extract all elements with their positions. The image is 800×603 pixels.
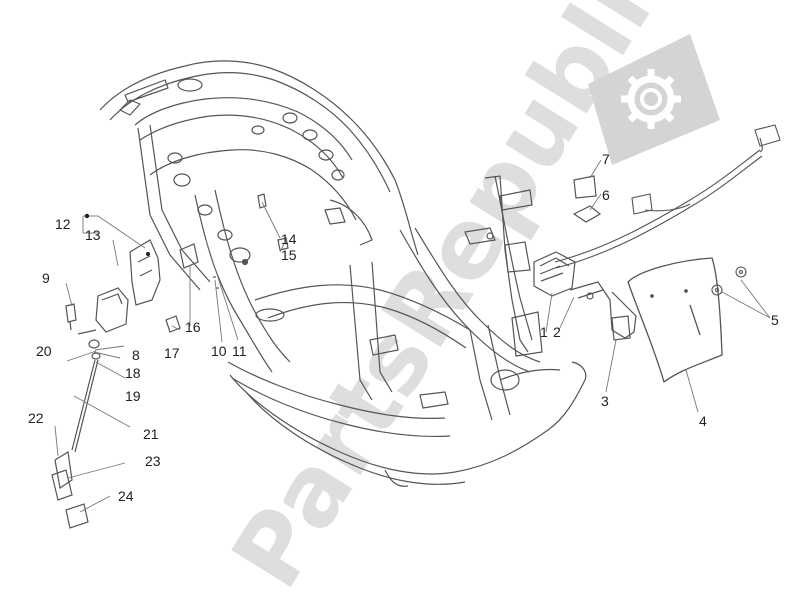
callout-14: 14 bbox=[281, 231, 297, 247]
callout-labels: 1 2 3 4 5 6 7 8 9 10 11 12 13 14 15 16 1… bbox=[28, 151, 779, 504]
scooter-frame bbox=[99, 60, 587, 487]
callout-18: 18 bbox=[125, 365, 141, 381]
watermark: PartsRepublik bbox=[211, 0, 720, 603]
wiring-harness bbox=[554, 124, 781, 269]
callout-1: 1 bbox=[540, 324, 548, 340]
reference-dot bbox=[146, 252, 150, 256]
parts-6-7 bbox=[572, 175, 602, 223]
callout-6: 6 bbox=[602, 187, 610, 203]
callout-12: 12 bbox=[55, 216, 71, 232]
lock-assembly bbox=[51, 193, 289, 529]
callout-22: 22 bbox=[28, 410, 44, 426]
fasteners-5 bbox=[711, 266, 747, 296]
callout-23: 23 bbox=[145, 453, 161, 469]
callout-2: 2 bbox=[553, 324, 561, 340]
license-plate-bracket bbox=[569, 281, 637, 341]
callout-11: 11 bbox=[232, 343, 247, 359]
callout-13: 13 bbox=[85, 227, 101, 243]
callout-15: 15 bbox=[281, 247, 297, 263]
callout-7: 7 bbox=[602, 151, 610, 167]
callout-16: 16 bbox=[185, 319, 201, 335]
reference-dot bbox=[84, 213, 90, 219]
callout-10: 10 bbox=[211, 343, 227, 359]
rear-frame-riser bbox=[464, 175, 543, 357]
watermark-gear-flag bbox=[588, 34, 720, 165]
callout-8: 8 bbox=[132, 347, 140, 363]
callout-20: 20 bbox=[36, 343, 52, 359]
callout-19: 19 bbox=[125, 388, 141, 404]
callout-5: 5 bbox=[771, 312, 779, 328]
callout-17: 17 bbox=[164, 345, 180, 361]
callout-21: 21 bbox=[143, 426, 159, 442]
callout-24: 24 bbox=[118, 488, 134, 504]
voltage-regulator bbox=[533, 251, 576, 297]
callout-3: 3 bbox=[601, 393, 609, 409]
callout-9: 9 bbox=[42, 270, 50, 286]
callout-4: 4 bbox=[699, 413, 707, 429]
gear-icon bbox=[621, 69, 681, 129]
leader-lines bbox=[54, 159, 771, 513]
license-plate bbox=[627, 257, 723, 384]
